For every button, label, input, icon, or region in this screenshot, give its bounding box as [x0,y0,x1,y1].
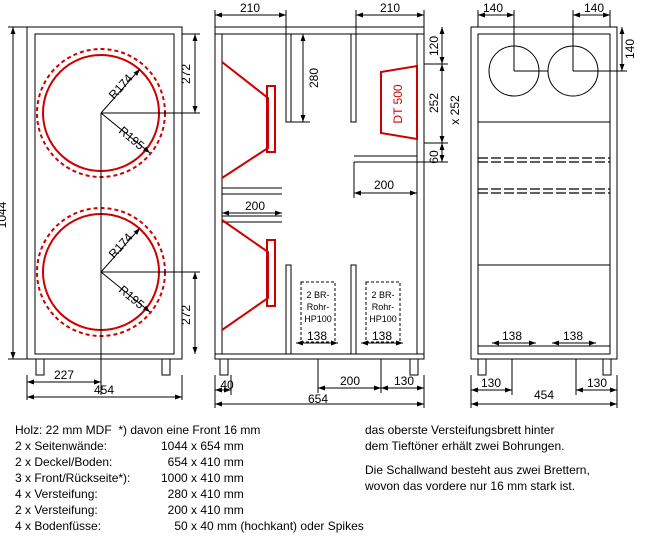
part-dims: 654 x 410 mm [161,455,244,469]
front-view [8,26,200,400]
part-dims: 280 x 410 mm [161,487,244,501]
remark-line: dem Tieftöner erhält zwei Bohrungen. [365,439,565,453]
front-inner-panel [34,33,175,355]
part-dims: 1044 x 654 mm [161,439,244,453]
front-foot-right [161,358,171,376]
part-dims: 200 x 410 mm [161,503,244,517]
dt500-label: DT 500 [391,84,405,123]
front-r174-bottom-label: R174 [106,230,136,261]
section-280-label: 280 [307,68,321,88]
back-138-right-label: 138 [563,329,583,343]
back-130-right-label: 130 [587,376,607,390]
section-138-right-label: 138 [372,329,392,343]
front-height-label: 1044 [0,201,9,228]
port1-line2: Rohr- [307,302,330,312]
parts-row: 2 x Deckel/Boden: 654 x 410 mm [15,454,364,470]
parts-row: 4 x Versteifung: 280 x 410 mm [15,486,364,502]
front-outer-panel [26,26,183,360]
dt500-horn [380,64,418,141]
parts-row: 4 x Bodenfüsse: 50 x 40 mm (hochkant) od… [15,518,364,534]
back-140-vert-label: 140 [623,39,637,59]
section-200-left-label: 200 [245,199,265,213]
front-width-label: 454 [94,383,114,397]
remark-line: Die Schallwand besteht aus zwei Brettern… [365,463,590,477]
parts-header: Holz: 22 mm MDF *) davon eine Front 16 m… [15,423,261,437]
section-40-label: 40 [220,378,234,392]
front-r174-top-label: R174 [106,71,136,102]
parts-row: 3 x Front/Rückseite*): 1000 x 410 mm [15,470,364,486]
back-138-left-label: 138 [502,329,522,343]
section-130-label: 130 [394,374,414,388]
part-name: 4 x Bodenfüsse: [15,519,102,533]
front-227-label: 227 [54,368,74,382]
parts-row: 2 x Seitenwände: 1044 x 654 mm [15,438,364,454]
part-name: 3 x Front/Rückseite*): [15,471,131,485]
section-252-label: 252 [427,93,441,113]
remark-line: das oberste Versteifungsbrett hinter [365,423,555,437]
section-200-bottom-label: 200 [340,374,360,388]
back-width-label: 454 [534,388,554,402]
section-woofers [221,61,418,331]
part-dims: 1000 x 410 mm [161,471,244,485]
section-x252-label: x 252 [448,95,462,125]
remarks: das oberste Versteifungsbrett hinter dem… [365,422,590,494]
back-view [470,10,627,408]
part-dims: 50 x 40 mm (hochkant) oder Spikes [161,519,364,533]
parts-list: Holz: 22 mm MDF *) davon eine Front 16 m… [15,422,364,534]
section-depth-label: 654 [308,392,328,406]
part-name: 4 x Versteifung: [15,487,98,501]
port2-line3: HP100 [369,314,397,324]
front-r195-bottom-label: R195 [116,283,147,312]
section-138-left-label: 138 [307,329,327,343]
front-272-bottom-label: 272 [179,305,193,325]
port2-line1: 2 BR- [371,290,394,300]
section-60-label: 60 [427,150,441,164]
part-name: 2 x Seitenwände: [15,439,108,453]
parts-row: 2 x Versteifung: 200 x 410 mm [15,502,364,518]
part-name: 2 x Deckel/Boden: [15,455,113,469]
front-r195-top-label: R195 [116,124,147,153]
back-140-left-label: 140 [483,1,503,15]
section-120-label: 120 [427,36,441,56]
port2-line2: Rohr- [372,302,395,312]
woofer-bottom-section [221,219,269,331]
section-outer [214,26,425,360]
cabinet-drawing: 1044 272 272 R174 R195 R174 R195 227 454 [0,1,637,408]
front-foot-left [35,358,45,376]
part-name: 2 x Versteifung: [15,503,98,517]
port1-line1: 2 BR- [306,290,329,300]
back-130-left-label: 130 [481,376,501,390]
section-top-right-label: 210 [380,1,400,15]
back-outer [470,26,618,360]
section-200-right-label: 200 [374,178,394,192]
woofer-top-section [221,61,269,179]
remark-line: wovon das vordere nur 16 mm stark ist. [365,479,576,493]
back-140-right-label: 140 [584,1,604,15]
port1-line3: HP100 [304,314,332,324]
front-272-top-label: 272 [179,64,193,84]
section-top-left-label: 210 [240,1,260,15]
